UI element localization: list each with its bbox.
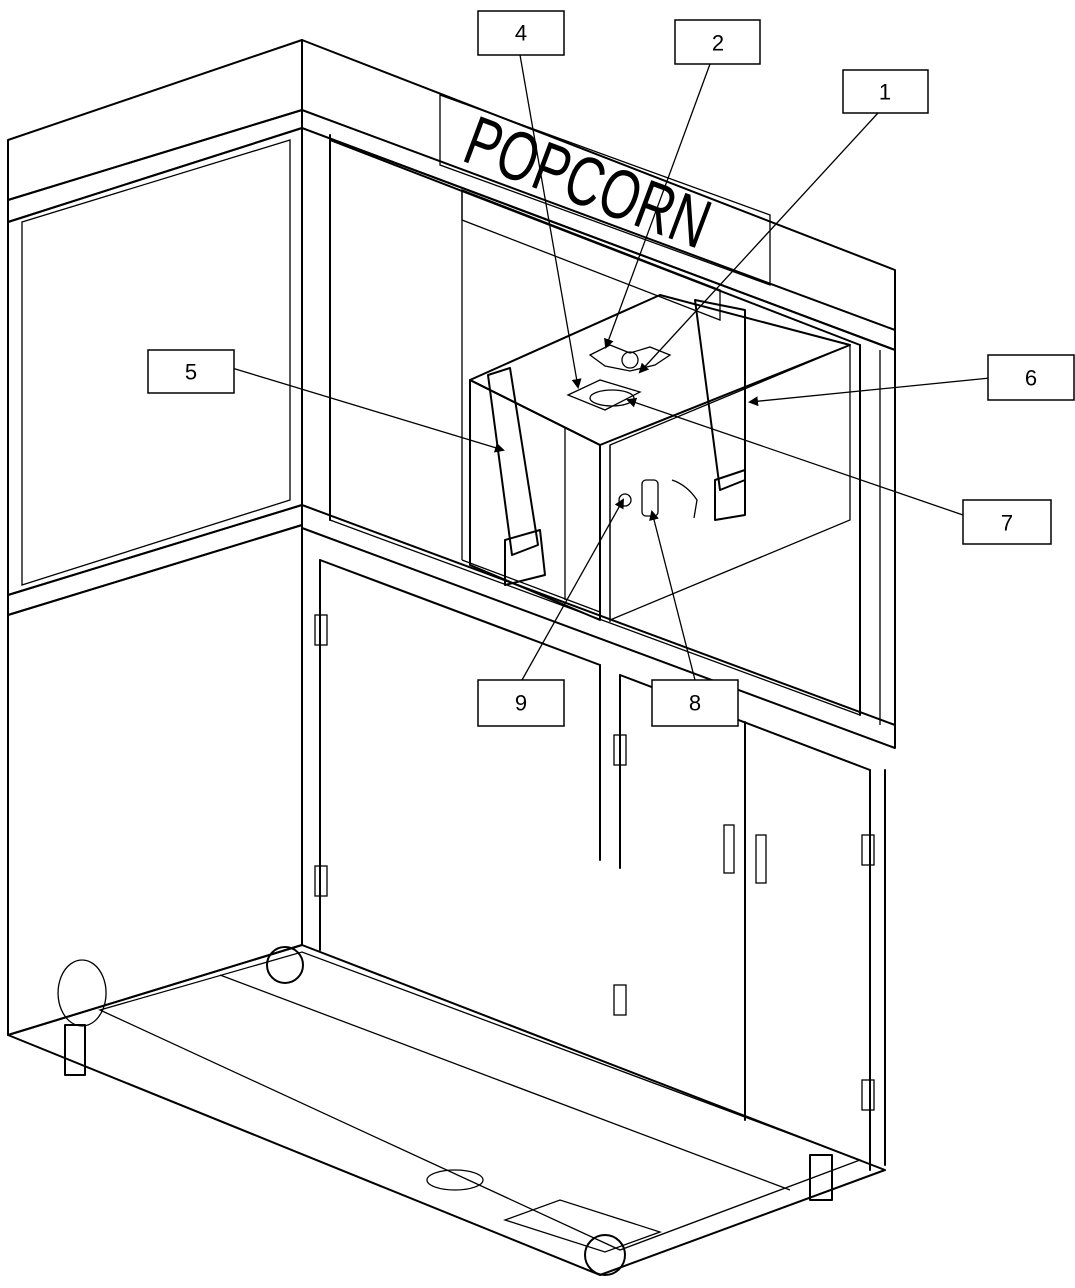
callout-8: 8 — [651, 679, 739, 727]
callout-1: 1 — [842, 69, 929, 114]
popcorn-sign: POPCORN — [439, 94, 771, 286]
leader-6 — [748, 377, 991, 407]
callout-label-2: 2 — [712, 31, 724, 56]
leader-1 — [638, 112, 879, 374]
cabinet-drawing — [7, 39, 896, 1276]
callout-5: 5 — [147, 349, 235, 394]
leader-5 — [231, 367, 505, 453]
callout-4: 4 — [477, 10, 565, 56]
callout-label-9: 9 — [515, 691, 527, 716]
leader-4 — [519, 54, 582, 389]
callout-9: 9 — [477, 679, 565, 727]
callout-label-6: 6 — [1025, 366, 1037, 391]
leader-9 — [521, 498, 624, 681]
leader-2 — [604, 63, 711, 349]
callout-6: 6 — [987, 354, 1075, 401]
leader-8 — [649, 510, 696, 681]
callout-label-1: 1 — [879, 80, 891, 105]
callout-label-4: 4 — [515, 21, 527, 46]
leader-7 — [626, 397, 964, 516]
leader-lines — [231, 54, 991, 681]
callout-label-5: 5 — [185, 360, 197, 385]
callout-2: 2 — [674, 19, 761, 65]
callout-label-7: 7 — [1001, 511, 1013, 536]
callout-label-8: 8 — [689, 691, 701, 716]
callout-7: 7 — [962, 499, 1052, 545]
